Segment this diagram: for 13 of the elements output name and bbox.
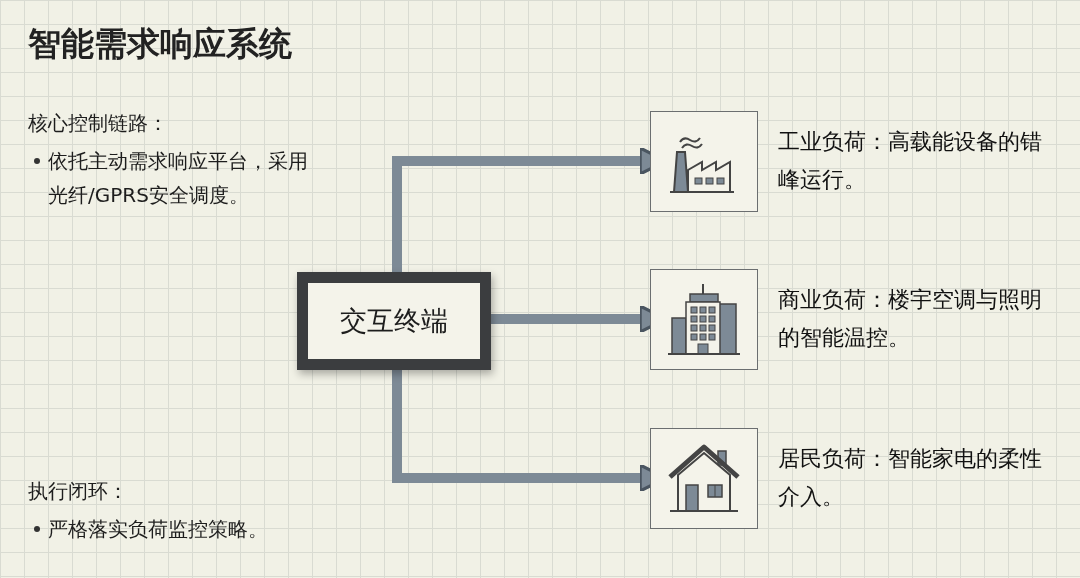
load-description: 商业负荷：楼宇空调与照明的智能温控。 <box>778 286 1043 352</box>
section-heading: 执行闭环： <box>28 478 128 505</box>
section-heading: 核心控制链路： <box>28 110 168 137</box>
terminal-box <box>297 272 491 370</box>
bullet-text: 严格落实负荷监控策略。 <box>48 516 269 543</box>
load-description: 居民负荷：智能家电的柔性介入。 <box>778 445 1043 511</box>
icon-box <box>650 428 758 529</box>
box-label: 交互终端 <box>340 304 448 338</box>
title: 智能需求响应系统 <box>28 23 292 65</box>
icon-box <box>650 269 758 370</box>
icon-box <box>650 111 758 212</box>
load-description: 工业负荷：高载能设备的错峰运行。 <box>778 128 1043 194</box>
bullet-text: 依托主动需求响应平台，采用光纤/GPRS安全调度。 <box>48 148 309 209</box>
